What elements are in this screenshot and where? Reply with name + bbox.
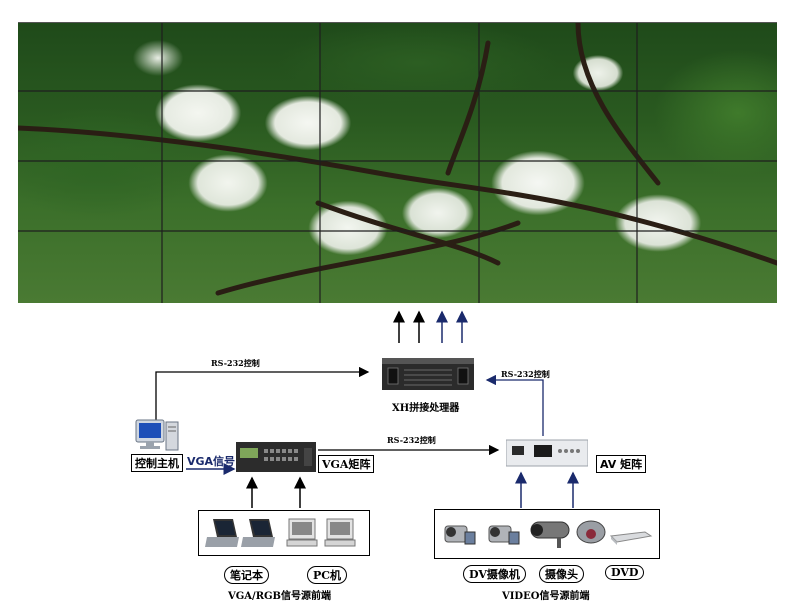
host-to-processor-label: RS-232控制 <box>211 358 260 368</box>
video-sources-caption: VIDEO信号源前端 <box>502 591 590 602</box>
av-matrix-label: AV 矩阵 <box>596 455 647 473</box>
dvd-player-icon <box>609 531 653 545</box>
dome-camera-icon <box>576 520 606 544</box>
video-wall <box>18 22 777 303</box>
vga-source-devices <box>205 518 356 547</box>
laptop-1-icon <box>205 519 239 547</box>
video-sources-frame <box>434 509 660 559</box>
control-host-label: 控制主机 <box>131 454 183 472</box>
av-to-processor-label: RS-232控制 <box>501 369 550 379</box>
camera-label: 摄像头 <box>539 565 584 583</box>
processor-device <box>382 358 474 390</box>
vga-to-av-label: RS-232控制 <box>387 435 436 445</box>
screen-dividers <box>18 23 777 303</box>
laptop-2-icon <box>241 519 275 547</box>
vga-matrix-device <box>236 442 316 472</box>
vga-sources-frame <box>198 510 370 556</box>
processor-label: XH拼接处理器 <box>392 403 460 414</box>
dv-camera-label: DV摄像机 <box>463 565 526 583</box>
dv-camera-2-icon <box>488 525 520 545</box>
notebook-label: 笔记本 <box>224 566 269 584</box>
video-wall-grid <box>18 23 777 303</box>
video-source-devices <box>444 520 653 548</box>
control-host-computer <box>135 419 179 451</box>
vga-signal-label: VGA信号 <box>187 455 236 468</box>
pc-1-icon <box>286 518 318 547</box>
pc-2-icon <box>324 518 356 547</box>
branch-lines <box>18 23 777 296</box>
bullet-camera-icon <box>530 521 570 548</box>
pc-label: PC机 <box>307 566 348 584</box>
av-matrix-device <box>506 439 588 467</box>
vga-matrix-label: VGA矩阵 <box>318 455 375 473</box>
vga-sources-caption: VGA/RGB信号源前端 <box>228 591 332 602</box>
dv-camera-1-icon <box>444 525 476 545</box>
dvd-label: DVD <box>605 565 645 580</box>
